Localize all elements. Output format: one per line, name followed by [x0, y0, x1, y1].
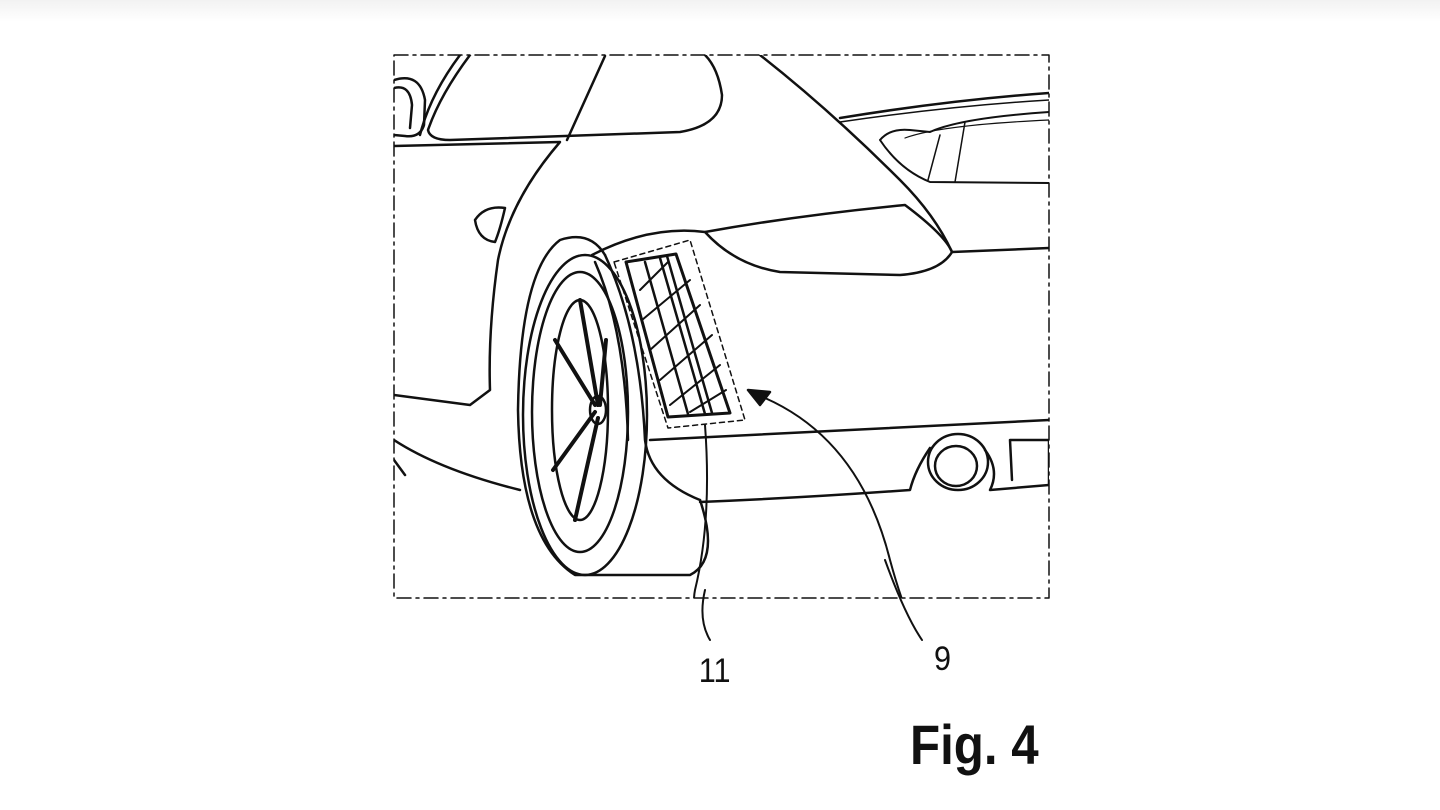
rear-window	[838, 91, 1049, 184]
top-strip	[0, 0, 1440, 22]
body-lines	[394, 55, 1049, 492]
figure-caption: Fig. 4	[910, 713, 1039, 776]
reference-label-9: 9	[933, 640, 951, 678]
leader-lines	[693, 388, 903, 598]
side-window	[418, 55, 724, 142]
frame	[393, 54, 1050, 599]
vent-grille	[613, 239, 746, 429]
side-mirror	[394, 77, 427, 138]
fuel-cap	[473, 206, 507, 244]
tail-lamp	[590, 203, 954, 277]
rear-wheel	[516, 235, 710, 577]
exhaust-pipe	[926, 432, 990, 492]
reference-label-11: 11	[698, 652, 731, 690]
